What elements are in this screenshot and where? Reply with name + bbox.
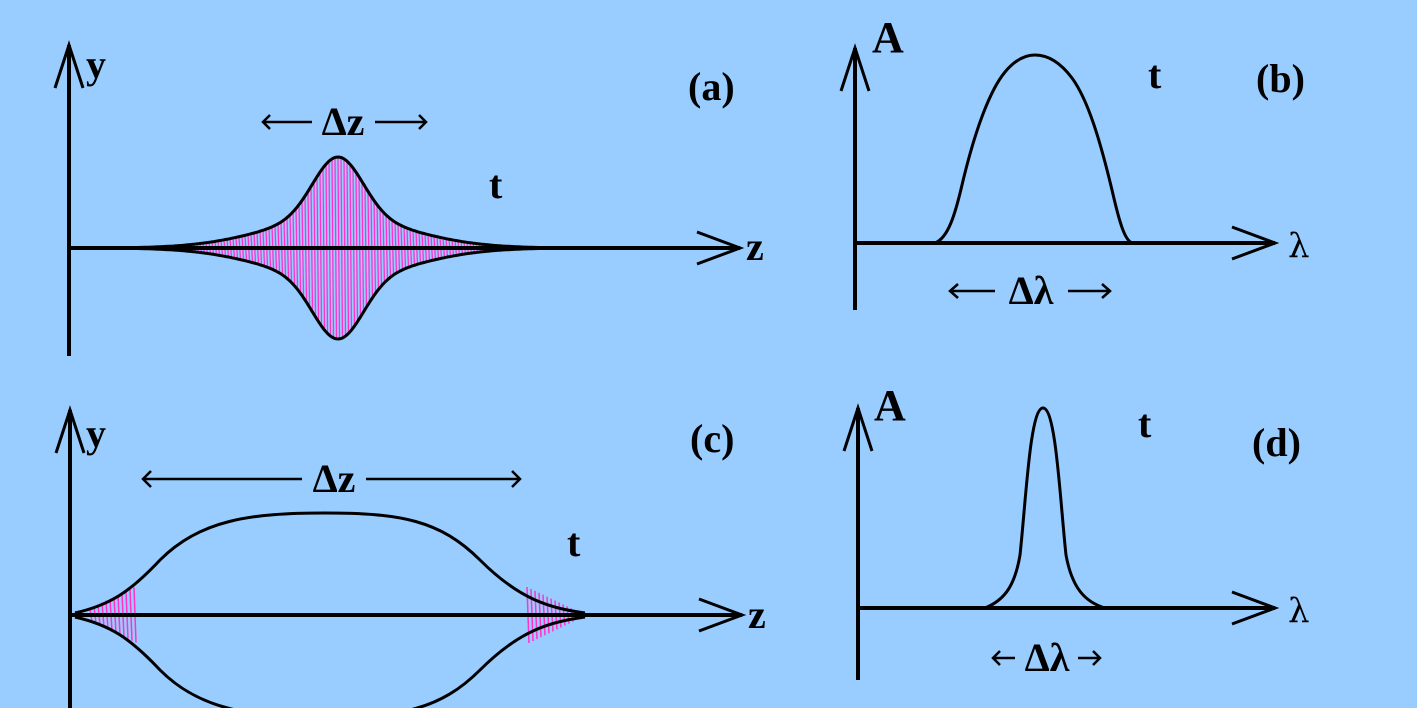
y-axis-arrowhead-c [54,405,86,454]
wavelength-axis-arrowhead-b [1231,225,1280,261]
spectrum-curve-b [934,53,1133,245]
delta-z-label-c: Δz [313,456,356,501]
amplitude-label-d: A [874,381,906,430]
amplitude-label-b: A [872,13,904,62]
delta-lambda-label-b: Δλ [1009,268,1054,313]
panel-a: y z (a) t Δz [53,40,764,356]
time-label-d: t [1138,401,1152,446]
envelope-lower-c [74,615,586,708]
panel-tag-d: (d) [1252,420,1301,465]
z-axis-label-a: z [746,224,764,269]
delta-lambda-arrow-d [991,650,1102,666]
wavelength-label-d: λ [1288,591,1310,631]
wavelength-axis-arrowhead-d [1231,590,1280,626]
time-label-b: t [1148,52,1162,97]
z-axis-label-c: z [748,592,766,637]
time-label-a: t [489,162,503,207]
wavelength-label-b: λ [1288,226,1310,266]
z-axis-arrowhead-c [698,597,747,633]
panel-b: A λ (b) t Δλ [839,13,1310,313]
delta-z-arrow-a [261,114,428,130]
delta-lambda-label-d: Δλ [1025,635,1070,680]
panel-tag-c: (c) [690,416,734,461]
y-axis-label-c: y [86,411,106,456]
panel-tag-a: (a) [688,64,735,109]
envelope-upper-a [130,155,551,250]
amplitude-axis-arrowhead-d [842,403,874,452]
delta-z-label-a: Δz [322,99,365,144]
delta-z-arrow-c [141,470,522,488]
amplitude-axis-arrowhead-b [839,43,871,92]
envelope-upper-c [74,511,586,615]
delta-lambda-arrow-b [948,283,1112,299]
z-axis-arrowhead-a [696,230,745,266]
envelope-lower-a [130,246,551,341]
panel-c: y z (c) t Δz [54,405,766,708]
panel-d: A λ (d) t Δλ [842,381,1310,680]
time-label-c: t [567,520,581,565]
y-axis-label-a: y [86,42,106,87]
panel-tag-b: (b) [1256,56,1305,101]
y-axis-arrowhead-a [53,40,85,89]
spectrum-curve-d [984,406,1106,610]
